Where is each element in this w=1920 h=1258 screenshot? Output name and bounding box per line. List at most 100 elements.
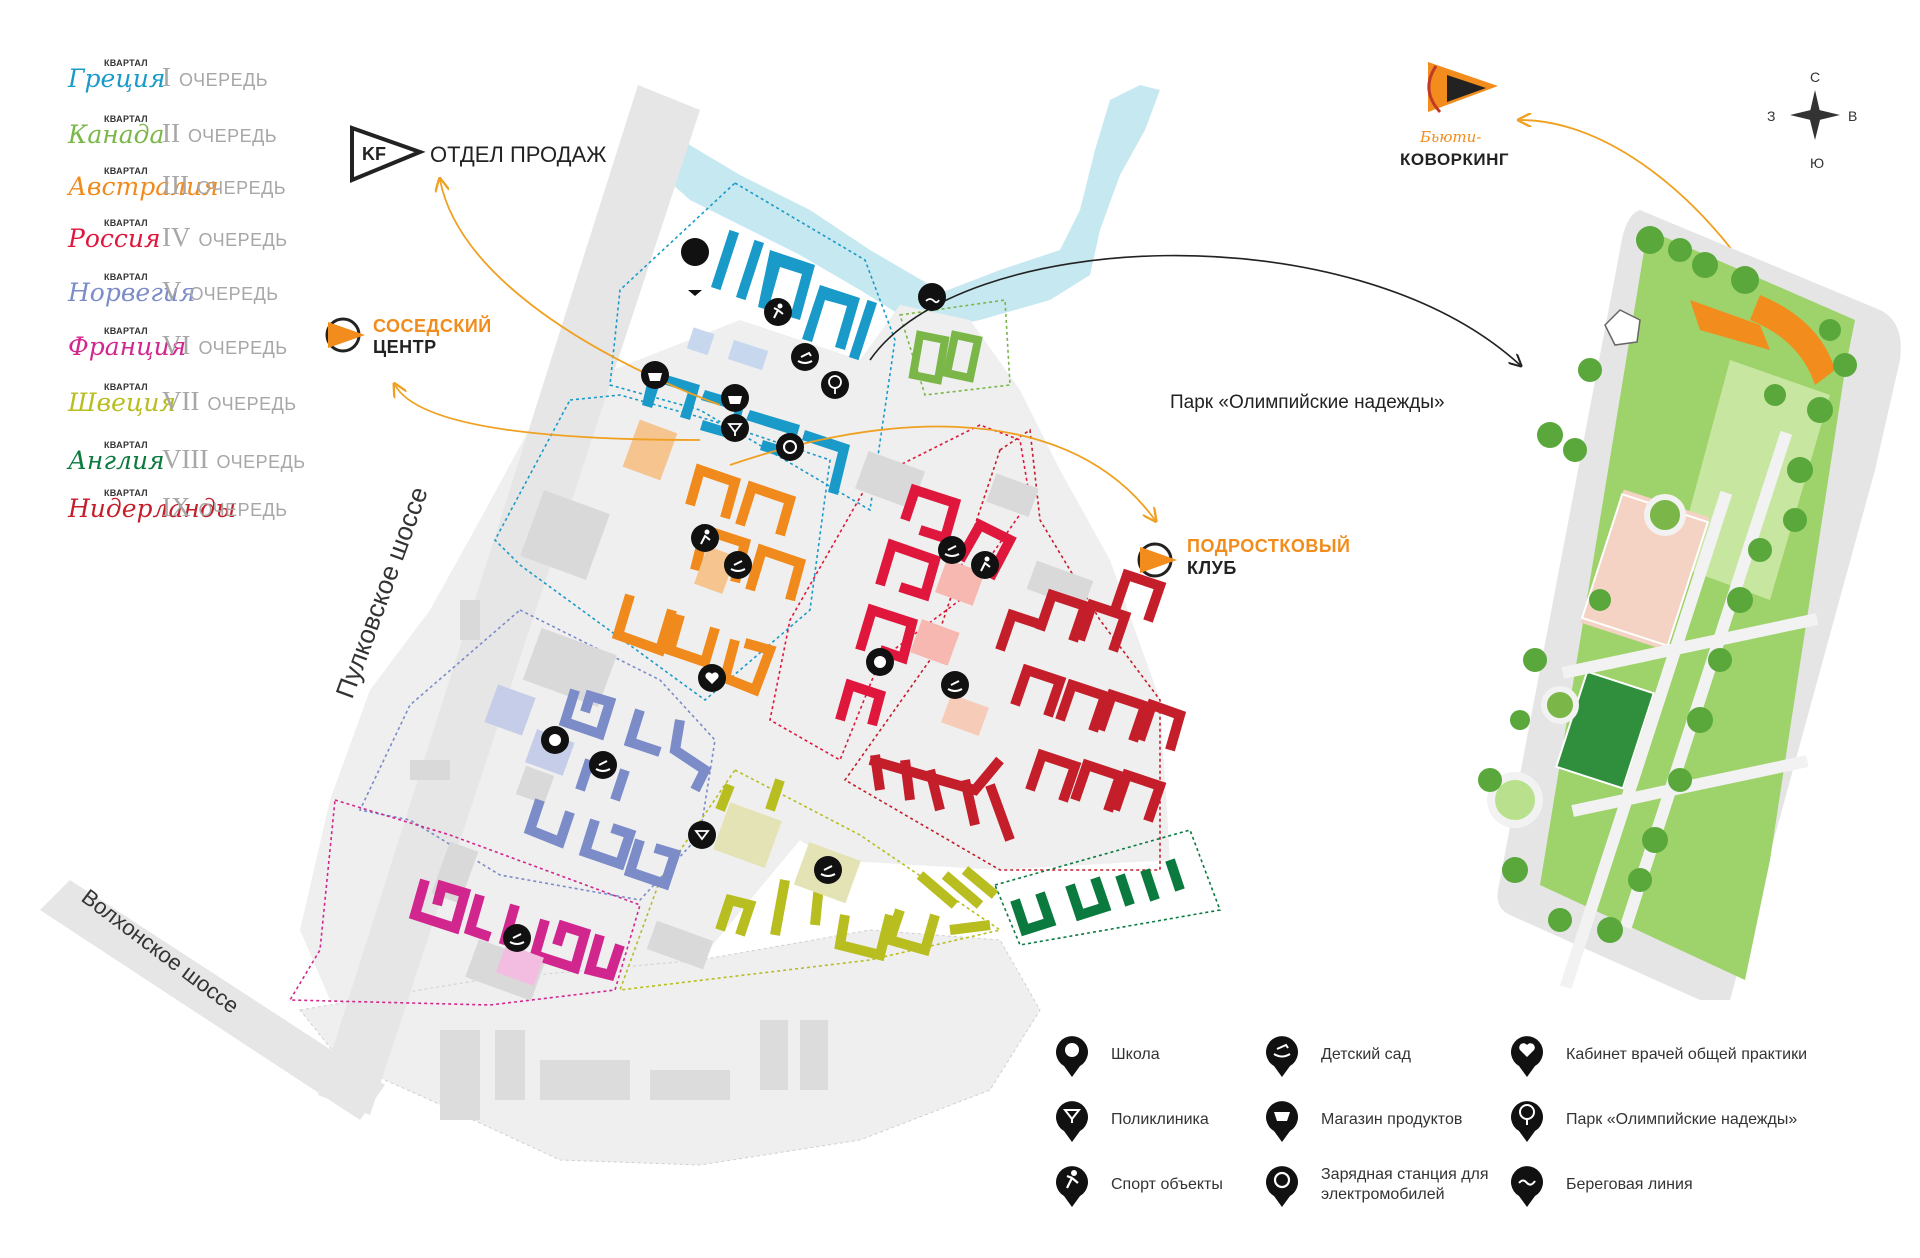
queue-kvartal-label: КВАРТАЛ [104, 218, 148, 228]
sport-runner-icon [764, 298, 792, 326]
beauty-script-label: Бьюти- [1420, 128, 1482, 146]
road-volkhon [40, 880, 385, 1120]
school-icon [541, 726, 569, 754]
legend-item: Зарядная станция для электромобилей [1265, 1160, 1491, 1210]
park-label: Парк «Олимпийские надежды» [1170, 392, 1445, 413]
polyclinic-icon [721, 414, 749, 442]
legend-label: Кабинет врачей общей практики [1566, 1046, 1808, 1063]
queue-numeral: VI [162, 330, 191, 360]
queue-numeral: V [162, 276, 182, 306]
compass-north: С [1810, 69, 1820, 85]
queue-kvartal-label: КВАРТАЛ [104, 440, 148, 450]
queue-district-name: Россия [68, 224, 161, 253]
queue-numeral: VIII [162, 444, 209, 474]
queue-text: ОЧЕРЕДЬ [198, 338, 288, 358]
legend-item: Парк «Олимпийские надежды» [1510, 1095, 1797, 1145]
legend-label: Поликлиника [1111, 1111, 1209, 1128]
queue-kvartal-label: КВАРТАЛ [104, 166, 148, 176]
park-tree-icon [1511, 1101, 1543, 1142]
sport-runner-icon [1056, 1166, 1088, 1207]
district-border-france [288, 798, 641, 1006]
queue-text: ОЧЕРЕДЬ [207, 394, 297, 414]
legend-label: Парк «Олимпийские надежды» [1566, 1111, 1798, 1128]
kindergarten-icon [1266, 1036, 1298, 1077]
teen-club-label-1: ПОДРОСТКОВЫЙ [1187, 536, 1351, 556]
teen-club-logo-icon [1137, 542, 1177, 578]
grocery-basket-icon [641, 361, 669, 389]
compass-east: В [1848, 108, 1857, 124]
school-icon [681, 238, 710, 296]
legend-label: Детский сад [1321, 1046, 1411, 1063]
compass-rose [1790, 90, 1840, 140]
compass-west: З [1767, 108, 1775, 124]
sales-logo-icon: KF [350, 125, 426, 183]
context-buildings [410, 450, 1094, 1001]
legend-label: Школа [1111, 1046, 1160, 1063]
district-border-australia [494, 394, 831, 702]
ev-charger-icon [776, 433, 804, 461]
district-border-norway [358, 609, 716, 901]
kindergarten-icon [814, 856, 842, 884]
queue-text: ОЧЕРЕДЬ [198, 500, 288, 520]
legend-item: Магазин продуктов [1265, 1095, 1462, 1145]
park-tree-icon [821, 371, 849, 399]
legend-label: Спорт объекты [1111, 1176, 1223, 1193]
queue-numeral: III [162, 170, 189, 200]
compass-south: Ю [1810, 155, 1824, 171]
ev-charger-icon [1266, 1166, 1298, 1207]
district-canada [908, 330, 983, 385]
road-volkhon-label: Волхонское шоссе [77, 884, 244, 1018]
district-australia [611, 419, 807, 697]
queue-numeral: IV [162, 222, 191, 252]
district-sweden [713, 778, 999, 962]
sport-runner-icon [691, 524, 719, 552]
svg-text:KF: KF [362, 144, 386, 164]
beauty-coworking-label: КОВОРКИНГ [1400, 150, 1510, 169]
queue-text: ОЧЕРЕДЬ [196, 178, 287, 198]
legend-label: Береговая линия [1566, 1176, 1693, 1193]
arrow-park-link [869, 254, 1520, 365]
legend-label: Зарядная станция для электромобилей [1321, 1166, 1489, 1203]
map-pins [503, 238, 999, 952]
queue-kvartal-label: КВАРТАЛ [104, 382, 148, 392]
district-border-england [993, 829, 1222, 946]
beauty-coworking-logo-icon [1427, 62, 1498, 114]
queue-district-name: Нидерланды [68, 494, 237, 523]
clinic-heart-icon [1511, 1036, 1543, 1077]
legend-item: Кабинет врачей общей практики [1510, 1030, 1807, 1080]
queue-numeral: II [162, 118, 180, 148]
legend-item: Поликлиника [1055, 1095, 1209, 1145]
river [662, 85, 1160, 330]
ground-south-buildings [440, 1020, 828, 1120]
legend-item: Школа [1055, 1030, 1160, 1080]
queue-numeral: I [162, 62, 171, 92]
queue-item: КВАРТАЛ Австралия III ОЧЕРЕДЬ [40, 166, 300, 206]
polyclinic-icon [688, 821, 716, 849]
queue-district-name: Австралия [68, 172, 219, 201]
queue-district-name: Греция [68, 64, 166, 93]
queue-district-name: Канада [68, 120, 165, 149]
shoreline-icon [1511, 1166, 1543, 1207]
kindergarten-icon [938, 536, 966, 564]
teen-club-label-2: КЛУБ [1187, 558, 1237, 578]
kindergarten-icon [791, 343, 819, 371]
queue-district-name: Швеция [68, 388, 176, 417]
district-netherlands [868, 568, 1187, 842]
clinic-heart-icon [698, 664, 726, 692]
queue-item: КВАРТАЛ Швеция VII ОЧЕРЕДЬ [40, 382, 300, 422]
legend-item: Детский сад [1265, 1030, 1411, 1080]
queue-kvartal-label: КВАРТАЛ [104, 326, 148, 336]
district-england [1010, 858, 1185, 937]
legend-label: Магазин продуктов [1321, 1111, 1463, 1128]
queue-kvartal-label: КВАРТАЛ [104, 488, 148, 498]
queue-numeral: VII [162, 386, 200, 416]
queue-district-name: Норвегия [68, 278, 196, 307]
school-icon [866, 648, 894, 676]
sport-runner-icon [971, 551, 999, 579]
